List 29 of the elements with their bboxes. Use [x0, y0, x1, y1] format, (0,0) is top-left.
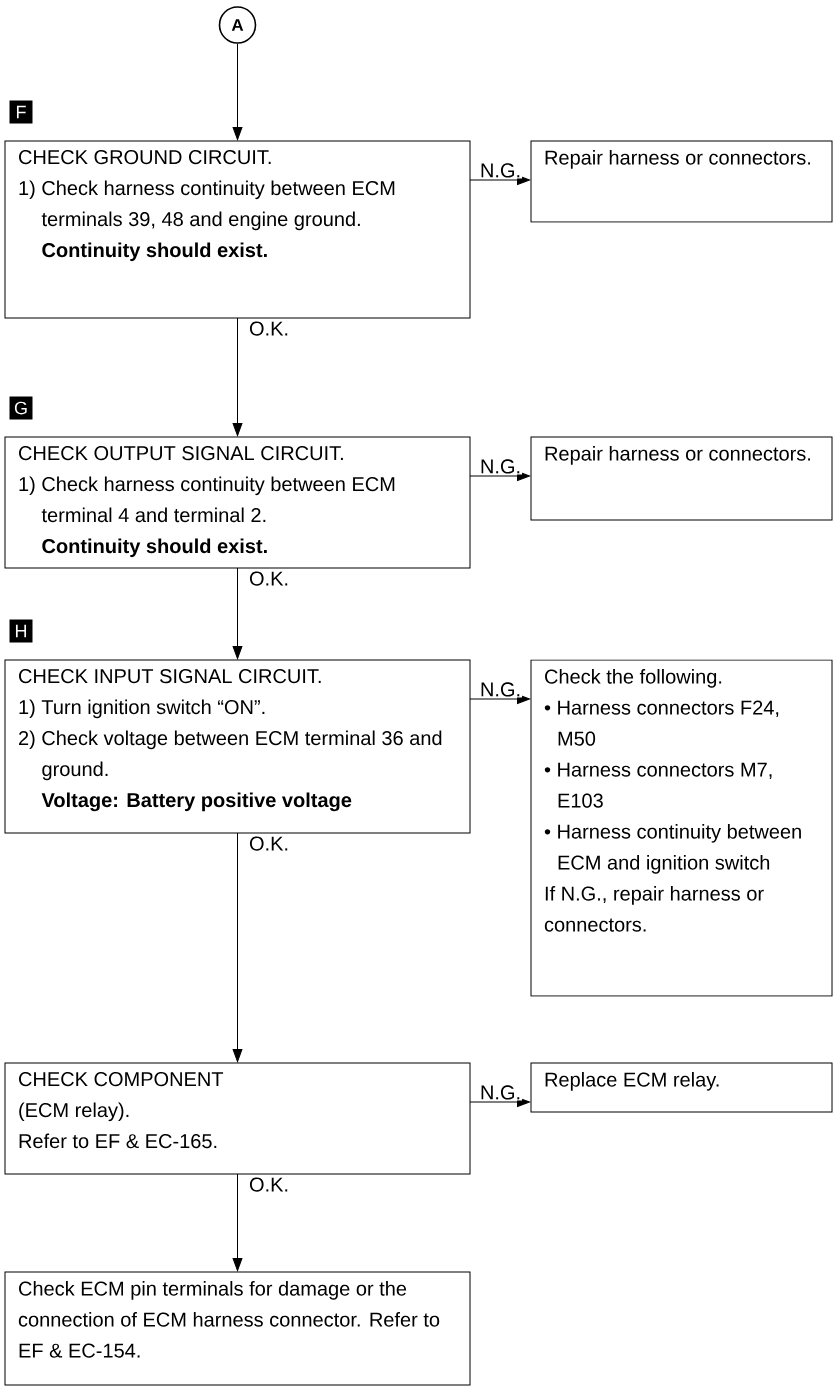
arrow: [469, 1097, 530, 1107]
step-box: CHECK OUTPUT SIGNAL CIRCUIT. 1) Check harness continuity between ECM terminal 4 and terminal 2. Continuity should exist.: [4, 436, 471, 569]
edge-label: N.G.: [478, 1084, 523, 1101]
step-letter-badge: G: [9, 396, 33, 420]
step-box: Check ECM pin terminals for damage or the connection of ECM harness connector. Refer to EF & EC-154.: [4, 1271, 471, 1386]
edge-label: O.K.: [248, 1176, 290, 1193]
arrow: [232, 43, 243, 140]
step-box: Replace ECM relay.: [530, 1062, 833, 1113]
arrow: [469, 694, 530, 704]
edge-label: O.K.: [248, 835, 290, 852]
edge-label: O.K.: [248, 320, 290, 337]
step-box: Repair harness or connectors.: [530, 140, 833, 223]
arrow: [232, 317, 243, 436]
edge-label: O.K.: [248, 570, 290, 587]
edge-label: N.G.: [478, 162, 523, 179]
step-box: CHECK INPUT SIGNAL CIRCUIT. 1) Turn ignition switch “ON”. 2) Check voltage between ECM terminal 36 and ground. Voltage: Battery positive voltage: [4, 659, 471, 834]
step-box: Check the following. • Harness connectors F24, M50 • Harness connectors M7, E103 • Harness continuity between ECM and ignition switch If N.G., repair harness or connectors.: [530, 659, 833, 997]
arrow: [232, 832, 243, 1063]
arrow: [469, 471, 530, 481]
step-box: CHECK COMPONENT (ECM relay). Refer to EF & EC-165.: [4, 1062, 471, 1175]
step-box: CHECK GROUND CIRCUIT. 1) Check harness continuity between ECM terminals 39, 48 and engine ground. Continuity should exist.: [4, 140, 471, 319]
edge-label: N.G.: [478, 458, 523, 475]
step-letter-badge: H: [9, 619, 33, 643]
step-box: Repair harness or connectors.: [530, 436, 833, 521]
arrow: [232, 1173, 243, 1272]
arrow: [232, 567, 243, 659]
arrow: [469, 175, 530, 185]
edge-label: N.G.: [478, 681, 523, 698]
step-letter-badge: F: [9, 100, 33, 124]
